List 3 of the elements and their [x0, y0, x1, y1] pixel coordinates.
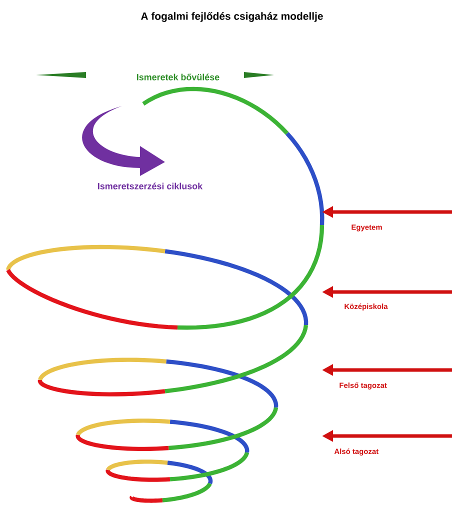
title: A fogalmi fejlődés csigaház modellje: [141, 12, 323, 22]
label-text: Ismeretek bővülése: [136, 74, 220, 80]
label-text: Ismeretszerzési ciklusok: [98, 182, 203, 190]
